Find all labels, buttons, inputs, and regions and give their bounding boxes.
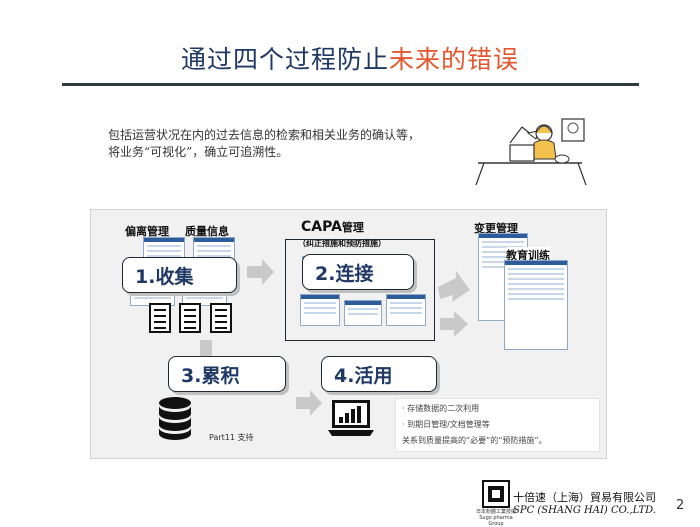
arrow-to-change-management	[438, 271, 470, 302]
training-thumbnail	[504, 260, 568, 350]
step-collect-label: 1.收集	[135, 265, 194, 288]
intro-line-2: 将业务“可视化”，确立可追溯性。	[108, 145, 289, 159]
page-number: 2	[676, 498, 685, 513]
step-utilize-label: 4.活用	[334, 364, 393, 387]
header-quality-info: 质量信息	[185, 225, 229, 238]
title-main: 通过四个过程防止	[180, 45, 389, 74]
step-utilize: 4.活用	[321, 356, 437, 392]
document-icon	[210, 303, 232, 333]
step-accumulate-label: 3.累积	[181, 364, 240, 387]
capa-box	[285, 239, 435, 341]
capa-title: CAPA管理	[301, 219, 364, 235]
laptop-chart-icon	[328, 400, 374, 436]
capa-subtitle: （纠正措施和预防措施）	[296, 238, 388, 249]
logo-caption-line-1: 日本粉體工業技術	[476, 509, 517, 515]
capa-flow-thumbnail	[386, 294, 426, 326]
note-item: · 存储数据的二次利用	[402, 404, 480, 413]
step-connect: 2.连接	[302, 254, 414, 290]
intro-line-1: 包括运营状况在内的过去信息的检索和相关业务的确认等，	[108, 128, 421, 142]
note-item: · 到期日管理/文档管理等	[402, 420, 490, 429]
company-name-cn: 十倍速（上海）貿易有限公司	[513, 491, 656, 504]
slide-title: 通过四个过程防止未来的错误	[0, 40, 700, 76]
header-change-management: 变更管理	[474, 222, 518, 235]
title-highlight: 未来的错误	[389, 45, 520, 74]
capa-flow-thumbnail	[300, 294, 340, 326]
intro-text: 包括运营状况在内的过去信息的检索和相关业务的确认等， 将业务“可视化”，确立可追…	[108, 127, 468, 161]
header-deviation-management: 偏离管理	[125, 225, 169, 238]
company-logo-icon	[482, 480, 510, 508]
header-training: 教育训练	[506, 247, 550, 263]
arrow-collect-to-connect	[247, 259, 274, 285]
logo-caption-line-2: Sugo pharma Group	[479, 515, 513, 527]
step-collect: 1.收集	[122, 257, 237, 293]
part11-support-label: Part11 支持	[209, 433, 254, 442]
utilization-notes: · 存储数据的二次利用 · 到期日管理/文档管理等 关系到质量提高的“必要”的“…	[395, 398, 600, 452]
database-icon	[159, 397, 191, 440]
note-item: 关系到质量提高的“必要”的“预防措施”。	[402, 436, 547, 445]
document-icon	[149, 303, 171, 333]
step-connect-label: 2.连接	[315, 262, 374, 285]
capa-flow-thumbnail	[344, 300, 382, 326]
arrow-accumulate-to-utilize	[296, 390, 322, 416]
title-divider	[62, 83, 639, 86]
step-accumulate: 3.累积	[168, 356, 286, 392]
company-name-en: SPC (SHANG HAI) CO.,LTD.	[513, 505, 656, 516]
document-icon	[179, 303, 201, 333]
arrow-to-training	[440, 311, 468, 337]
capa-title-main: CAPA	[301, 219, 342, 235]
logo-caption: 日本粉體工業技術 Sugo pharma Group	[476, 509, 516, 527]
capa-title-suffix: 管理	[341, 221, 364, 234]
desk-illustration-icon	[475, 118, 587, 186]
